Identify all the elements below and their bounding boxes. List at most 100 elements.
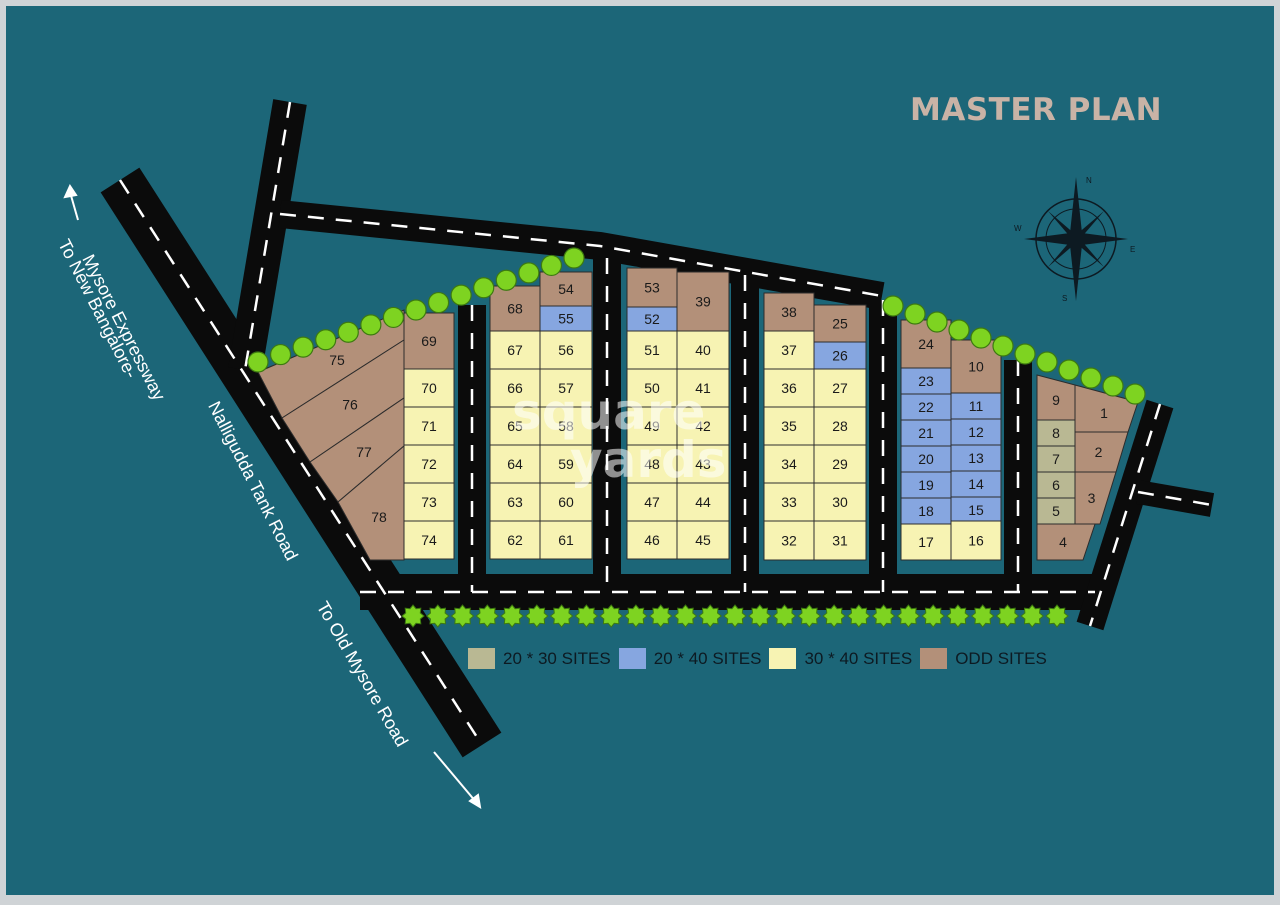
plot-label-50: 50 — [644, 380, 660, 396]
plot-label-5: 5 — [1052, 503, 1060, 519]
tree-icon — [871, 604, 896, 628]
tree-icon — [599, 604, 623, 628]
legend-item: 30 * 40 SITES — [769, 648, 912, 669]
arrow-to-old-mysore — [433, 751, 477, 803]
tree-icon — [450, 284, 472, 306]
compass-rose-icon: N S E W — [1014, 176, 1135, 303]
plot-9[interactable] — [1036, 374, 1076, 421]
plot-label-20: 20 — [918, 451, 934, 467]
page-title: MASTER PLAN — [910, 92, 1163, 128]
plot-label-14: 14 — [968, 476, 984, 492]
tree-icon — [1020, 604, 1044, 628]
tree-icon — [1124, 383, 1146, 405]
plot-label-40: 40 — [695, 342, 711, 358]
tree-icon — [946, 604, 970, 628]
watermark-logo: square yards — [512, 383, 727, 489]
tree-icon — [882, 295, 904, 317]
tree-icon — [1036, 351, 1058, 373]
compass-w: W — [1014, 224, 1022, 233]
legend-item: ODD SITES — [920, 648, 1047, 669]
plot-label-60: 60 — [558, 494, 574, 510]
plot-label-47: 47 — [644, 494, 660, 510]
tree-icon — [292, 336, 314, 358]
plot-label-77: 77 — [356, 444, 372, 460]
plot-label-29: 29 — [832, 456, 848, 472]
compass-e: E — [1130, 245, 1135, 254]
tree-icon — [549, 604, 574, 628]
tree-icon — [847, 604, 871, 628]
plot-label-51: 51 — [644, 342, 660, 358]
tree-icon — [450, 604, 475, 628]
plot-label-78: 78 — [371, 509, 387, 525]
tree-icon — [1014, 343, 1036, 365]
plot-label-16: 16 — [968, 533, 984, 549]
tree-icon — [1080, 367, 1102, 389]
plot-4[interactable] — [1036, 523, 1096, 561]
tree-icon — [995, 604, 1020, 628]
plot-label-62: 62 — [507, 532, 523, 548]
plot-68[interactable] — [489, 285, 541, 332]
tree-icon — [475, 604, 500, 628]
compass-s: S — [1062, 294, 1067, 303]
tree-icon — [337, 321, 359, 343]
plot-label-69: 69 — [421, 333, 437, 349]
plot-label-13: 13 — [968, 450, 984, 466]
plot-label-23: 23 — [918, 373, 934, 389]
tree-icon — [992, 335, 1014, 357]
plot-label-8: 8 — [1052, 425, 1060, 441]
plot-label-68: 68 — [507, 301, 523, 317]
plot-label-42: 42 — [695, 418, 711, 434]
tree-icon — [495, 269, 517, 291]
tree-icon — [896, 604, 921, 628]
plot-label-3: 3 — [1088, 490, 1096, 506]
tree-icon — [698, 604, 722, 628]
legend-swatch — [468, 648, 495, 669]
plot-label-45: 45 — [695, 532, 711, 548]
plot-label-56: 56 — [558, 342, 574, 358]
tree-icon — [797, 604, 822, 628]
legend-swatch — [618, 648, 646, 669]
tree-icon — [624, 604, 648, 628]
watermark-line1: square — [512, 383, 706, 441]
plot-label-31: 31 — [832, 533, 848, 549]
plot-78[interactable] — [337, 444, 405, 561]
legend-label: ODD SITES — [955, 648, 1047, 668]
plot-label-15: 15 — [968, 502, 984, 518]
plot-label-61: 61 — [558, 532, 574, 548]
legend-item: 20 * 30 SITES — [468, 648, 611, 669]
plot-label-7: 7 — [1052, 451, 1060, 467]
plot-label-37: 37 — [781, 342, 797, 358]
plot-label-19: 19 — [918, 477, 934, 493]
plot-label-38: 38 — [781, 304, 797, 320]
plot-label-54: 54 — [558, 281, 574, 297]
legend-label: 20 * 40 SITES — [653, 648, 762, 668]
tree-icon — [1102, 375, 1124, 397]
plot-label-72: 72 — [421, 456, 437, 472]
tree-icon — [723, 604, 747, 628]
plot-label-28: 28 — [832, 418, 848, 434]
tree-icon — [473, 277, 495, 299]
tree-icon — [926, 311, 948, 333]
compass-n: N — [1086, 176, 1092, 185]
plot-label-2: 2 — [1095, 444, 1103, 460]
plot-38[interactable] — [763, 292, 815, 332]
tree-icon — [426, 604, 450, 628]
plot-label-34: 34 — [781, 456, 797, 472]
plot-label-52: 52 — [644, 311, 660, 327]
tree-icon — [574, 604, 599, 628]
plot-53[interactable] — [626, 267, 678, 308]
tree-icon — [401, 604, 425, 628]
road-tank-road — [100, 167, 502, 758]
tree-icon — [673, 604, 698, 628]
plot-label-35: 35 — [781, 418, 797, 434]
plot-label-10: 10 — [968, 359, 984, 375]
legend-item: 20 * 40 SITES — [618, 648, 762, 669]
plot-label-22: 22 — [918, 399, 934, 415]
plot-label-44: 44 — [695, 494, 711, 510]
tree-icon — [247, 351, 269, 373]
plot-label-57: 57 — [558, 380, 574, 396]
legend-label: 30 * 40 SITES — [804, 648, 913, 668]
tree-icon — [315, 329, 337, 351]
plot-label-11: 11 — [969, 398, 984, 414]
watermark-line2: yards — [570, 431, 727, 489]
